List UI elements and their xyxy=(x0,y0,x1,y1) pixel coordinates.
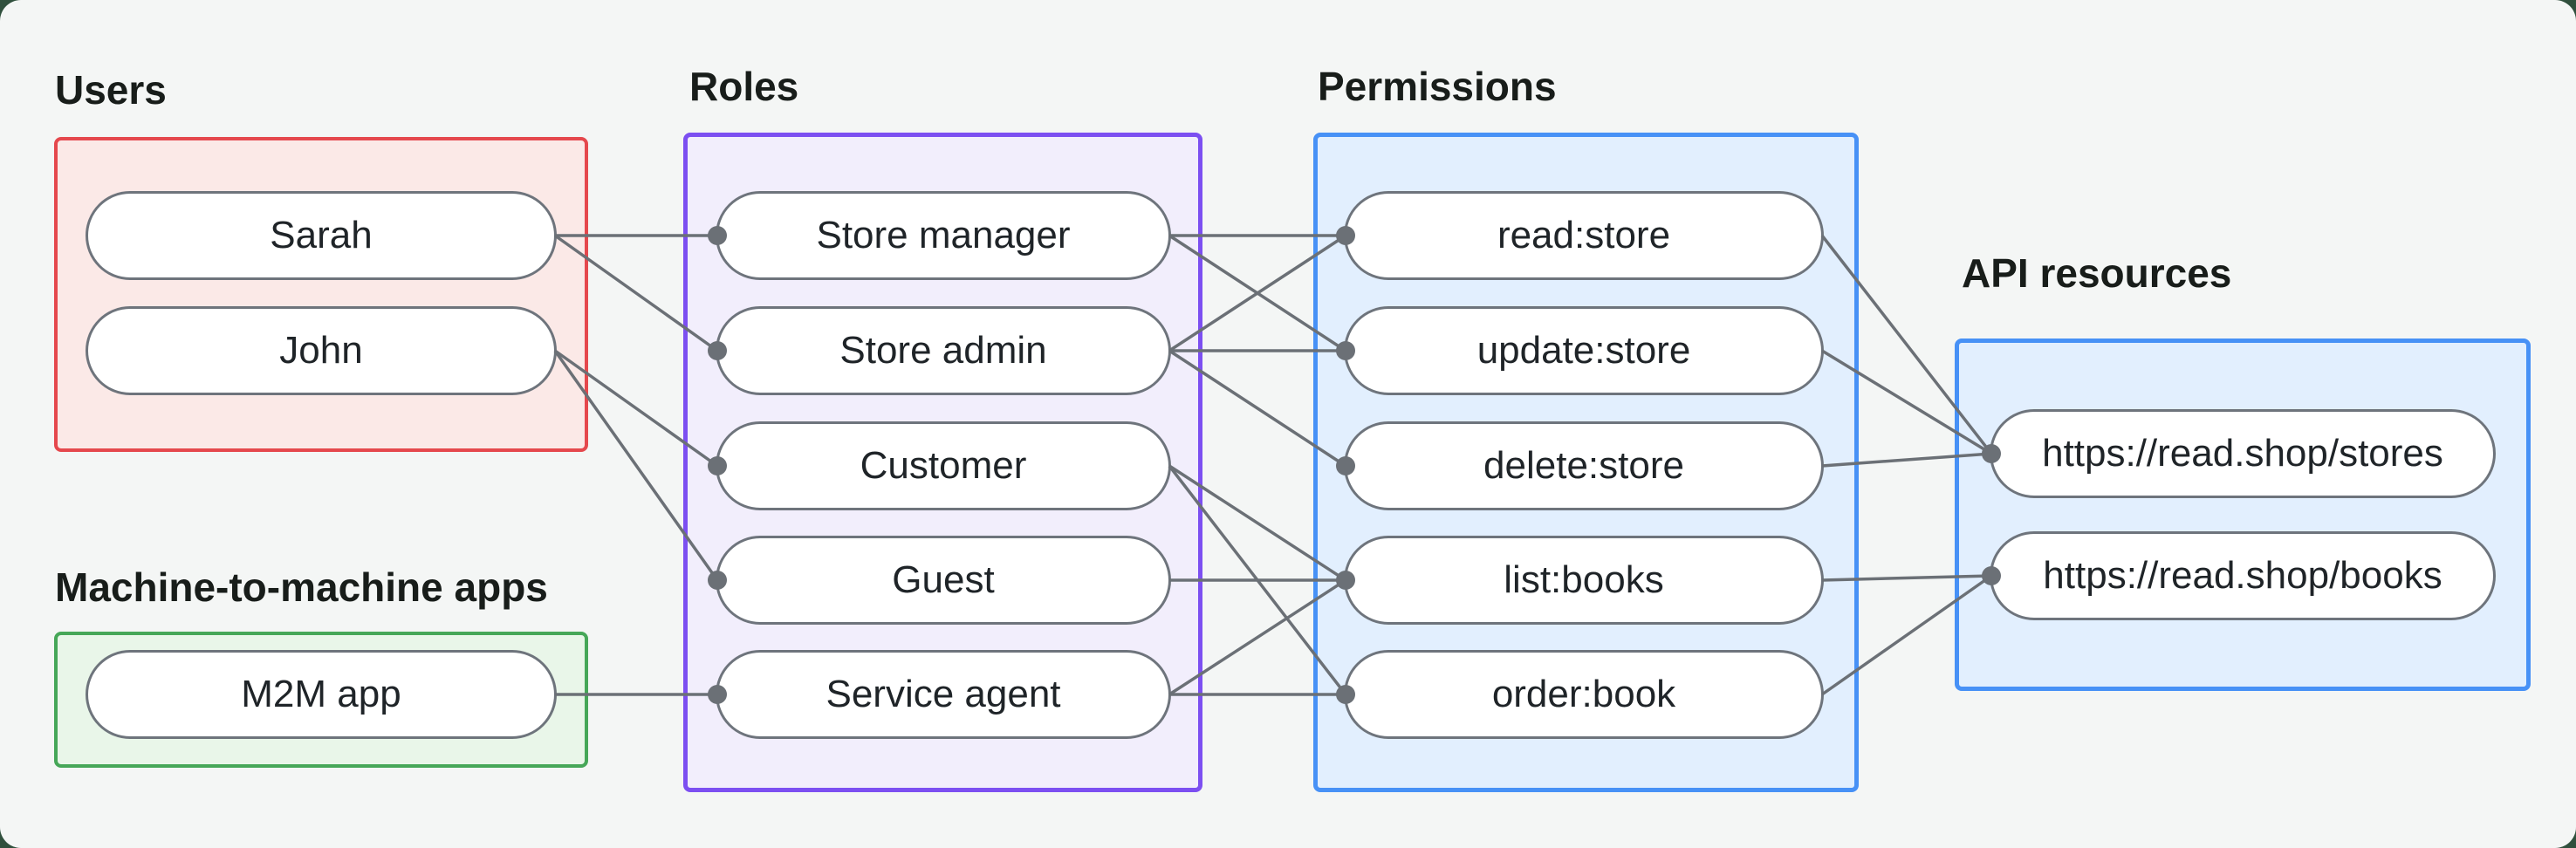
node-permission-order-book: order:book xyxy=(1344,650,1824,739)
api-resources-group-box xyxy=(1955,339,2531,691)
node-permission-delete-store: delete:store xyxy=(1344,421,1824,510)
node-api-resource-stores: https://read.shop/stores xyxy=(1990,409,2496,498)
node-api-resource-books: https://read.shop/books xyxy=(1990,531,2496,620)
m2m-group-label: Machine-to-machine apps xyxy=(55,564,548,610)
node-role-store-admin: Store admin xyxy=(716,306,1171,395)
users-group-label: Users xyxy=(55,67,167,113)
node-role-store-manager: Store manager xyxy=(716,191,1171,280)
node-permission-update-store: update:store xyxy=(1344,306,1824,395)
node-role-customer: Customer xyxy=(716,421,1171,510)
node-role-service-agent: Service agent xyxy=(716,650,1171,739)
node-permission-list-books: list:books xyxy=(1344,536,1824,625)
node-user-sarah: Sarah xyxy=(86,191,557,280)
roles-group-label: Roles xyxy=(689,64,799,109)
permissions-group-label: Permissions xyxy=(1318,64,1557,109)
node-permission-read-store: read:store xyxy=(1344,191,1824,280)
node-m2m-app: M2M app xyxy=(86,650,557,739)
users-group-box xyxy=(54,137,588,452)
api-resources-group-label: API resources xyxy=(1962,250,2232,296)
node-role-guest: Guest xyxy=(716,536,1171,625)
node-user-john: John xyxy=(86,306,557,395)
